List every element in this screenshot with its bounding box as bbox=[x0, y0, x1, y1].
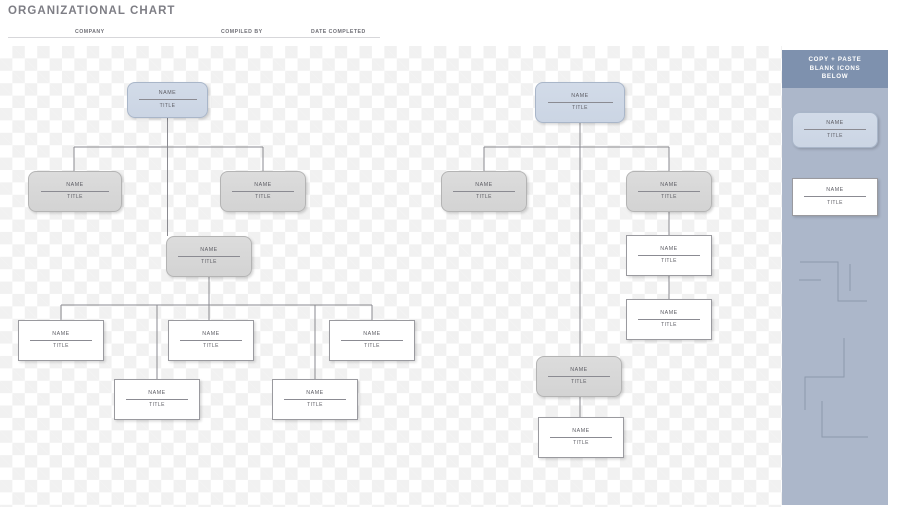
node-title-label: TITLE bbox=[203, 343, 219, 350]
sidebar-heading-line-2: BLANK ICONS bbox=[809, 64, 861, 72]
header-divider bbox=[8, 37, 380, 38]
node-name-label: NAME bbox=[52, 330, 70, 337]
org-chart-node[interactable]: NAME TITLE bbox=[626, 171, 712, 212]
node-title-label: TITLE bbox=[573, 440, 589, 447]
sidebar-heading-line-1: COPY + PASTE bbox=[808, 56, 862, 64]
connector-shape-elbow-right-down bbox=[821, 401, 868, 438]
node-divider bbox=[804, 196, 866, 198]
node-title-label: TITLE bbox=[661, 322, 677, 329]
node-title-label: TITLE bbox=[827, 199, 843, 206]
org-chart-node[interactable]: NAME TITLE bbox=[626, 235, 712, 276]
node-divider bbox=[126, 398, 188, 400]
node-title-label: TITLE bbox=[661, 258, 677, 265]
node-title-label: TITLE bbox=[67, 194, 83, 201]
node-name-label: NAME bbox=[475, 181, 493, 188]
connector-shape-elbow-down-right bbox=[800, 261, 867, 302]
node-name-label: NAME bbox=[254, 181, 272, 188]
node-name-label: NAME bbox=[826, 187, 844, 194]
org-chart-node[interactable]: NAME TITLE bbox=[272, 379, 358, 420]
node-name-label: NAME bbox=[570, 366, 588, 373]
sidebar-heading-line-3: BELOW bbox=[821, 73, 849, 81]
sidebar-header: COPY + PASTE BLANK ICONS BELOW bbox=[782, 50, 888, 88]
org-chart-node[interactable]: NAME TITLE bbox=[28, 171, 122, 212]
node-name-label: NAME bbox=[200, 246, 218, 253]
node-title-label: TITLE bbox=[661, 194, 677, 201]
header-field-company: COMPANY bbox=[75, 29, 105, 35]
org-chart-node[interactable]: NAME TITLE bbox=[114, 379, 200, 420]
node-name-label: NAME bbox=[158, 90, 177, 97]
node-divider bbox=[138, 99, 197, 101]
node-divider bbox=[453, 190, 515, 192]
node-title-label: TITLE bbox=[572, 105, 588, 112]
sidebar-blank-icon-node[interactable]: NAME TITLE bbox=[792, 112, 878, 148]
node-divider bbox=[178, 255, 240, 257]
header-field-date-completed: DATE COMPLETED bbox=[311, 29, 366, 35]
org-chart-node[interactable]: NAME TITLE bbox=[441, 171, 527, 212]
node-divider bbox=[341, 339, 403, 341]
node-divider bbox=[284, 398, 346, 400]
node-divider bbox=[548, 375, 610, 377]
org-chart-node[interactable]: NAME TITLE bbox=[166, 236, 252, 277]
node-title-label: TITLE bbox=[201, 259, 217, 266]
page-title: ORGANIZATIONAL CHART bbox=[8, 5, 176, 17]
org-chart-node[interactable]: NAME TITLE bbox=[18, 320, 104, 361]
node-name-label: NAME bbox=[826, 120, 844, 127]
node-divider bbox=[638, 318, 700, 320]
node-divider bbox=[638, 254, 700, 256]
connector-shape-elbow-up-left bbox=[804, 338, 845, 410]
node-divider bbox=[180, 339, 242, 341]
org-chart-node[interactable]: NAME TITLE bbox=[538, 417, 624, 458]
connector-lines bbox=[60, 118, 670, 417]
node-divider bbox=[232, 190, 294, 192]
node-divider bbox=[550, 436, 612, 438]
node-title-label: TITLE bbox=[571, 379, 587, 386]
node-name-label: NAME bbox=[148, 389, 166, 396]
node-divider bbox=[30, 339, 92, 341]
node-divider bbox=[547, 101, 613, 103]
org-chart-node[interactable]: NAME TITLE bbox=[329, 320, 415, 361]
header-field-compiled-by: COMPILED BY bbox=[221, 29, 263, 35]
org-chart-node[interactable]: NAME TITLE bbox=[535, 82, 625, 123]
node-title-label: TITLE bbox=[149, 402, 165, 409]
node-name-label: NAME bbox=[66, 181, 84, 188]
org-chart-node[interactable]: NAME TITLE bbox=[536, 356, 622, 397]
org-chart-node[interactable]: NAME TITLE bbox=[626, 299, 712, 340]
node-title-label: TITLE bbox=[827, 132, 843, 139]
node-title-label: TITLE bbox=[159, 102, 176, 109]
node-divider bbox=[804, 129, 866, 131]
sidebar-connector-shapes[interactable] bbox=[782, 50, 888, 505]
sidebar-panel: COPY + PASTE BLANK ICONS BELOW NAME TITLE… bbox=[782, 50, 888, 505]
org-chart-node[interactable]: NAME TITLE bbox=[220, 171, 306, 212]
node-divider bbox=[41, 190, 109, 192]
node-name-label: NAME bbox=[363, 330, 381, 337]
node-name-label: NAME bbox=[660, 309, 678, 316]
document-header: ORGANIZATIONAL CHART COMPANY COMPILED BY… bbox=[0, 0, 900, 43]
node-name-label: NAME bbox=[306, 389, 324, 396]
org-chart-node[interactable]: NAME TITLE bbox=[168, 320, 254, 361]
node-name-label: NAME bbox=[571, 92, 589, 99]
sidebar-heading: COPY + PASTE BLANK ICONS BELOW bbox=[808, 56, 861, 82]
sidebar-blank-icon-node[interactable]: NAME TITLE bbox=[792, 178, 878, 216]
node-name-label: NAME bbox=[660, 245, 678, 252]
node-title-label: TITLE bbox=[255, 194, 271, 201]
node-divider bbox=[638, 190, 700, 192]
node-title-label: TITLE bbox=[53, 343, 69, 350]
org-chart-node[interactable]: NAME TITLE bbox=[127, 82, 208, 118]
node-title-label: TITLE bbox=[364, 343, 380, 350]
node-title-label: TITLE bbox=[307, 402, 323, 409]
node-name-label: NAME bbox=[202, 330, 220, 337]
node-name-label: NAME bbox=[660, 181, 678, 188]
node-name-label: NAME bbox=[572, 427, 590, 434]
node-title-label: TITLE bbox=[476, 194, 492, 201]
